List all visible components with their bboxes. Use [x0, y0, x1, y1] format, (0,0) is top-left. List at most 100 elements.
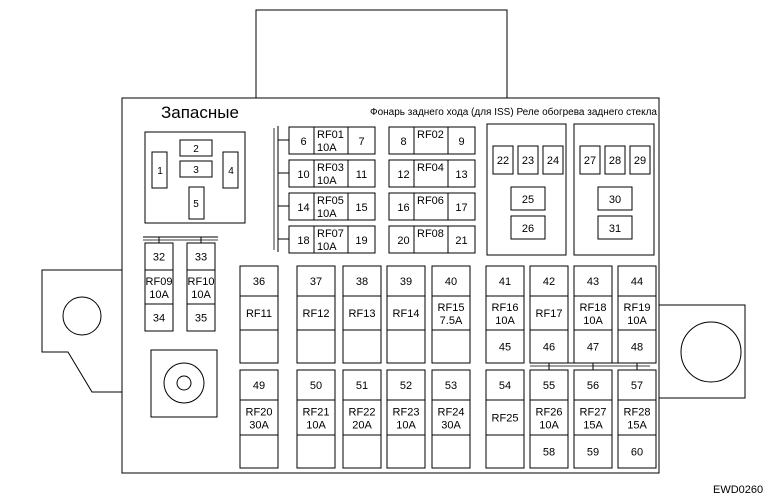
row2-fuse-code: RF23	[393, 407, 420, 419]
upper-left-fuse-code: RF03	[317, 162, 344, 174]
relay-block-b-terminal-label: 28	[609, 155, 621, 167]
upper-left-fuse-left-terminal: 10	[297, 169, 309, 181]
ground-stud-outer	[163, 362, 205, 404]
upper-left-fuse-right-terminal: 15	[355, 202, 367, 214]
header-note: Фонарь заднего хода (для ISS) Реле обогр…	[370, 107, 657, 118]
upper-left-fuse-code: RF07	[317, 228, 344, 240]
row1-fuse-code: RF17	[536, 308, 563, 320]
row1-fuse-top-terminal: 40	[445, 276, 457, 288]
row2-fuse-code: RF27	[580, 407, 607, 419]
relay-pin-label: 4	[228, 166, 234, 177]
relay-pin-1	[151, 151, 168, 189]
row2-fuse-rating: 10A	[539, 420, 559, 432]
upper-right-fuse-code: RF04	[417, 162, 444, 174]
row2-fuse-top-terminal: 56	[587, 380, 599, 392]
relay-block-b-terminal	[579, 145, 601, 175]
relay-block-b-terminal	[597, 215, 633, 240]
upper-right-fuse-left-terminal: 20	[397, 235, 409, 247]
relay-block-a-terminal	[517, 145, 539, 175]
upper-left-fuse-rating: 10A	[317, 208, 337, 220]
row1-fuse-top-terminal: 42	[543, 276, 555, 288]
upper-left-fuse-right-terminal: 11	[356, 169, 367, 181]
relay-block-b-terminal	[597, 186, 633, 211]
row2-fuse-rating: 20A	[352, 420, 372, 432]
relay-pin-4	[222, 151, 239, 189]
row2-fuse-rating: 30A	[441, 420, 461, 432]
row2-fuse	[296, 369, 336, 469]
row1-fuse	[386, 265, 426, 364]
ground-stud-socket	[150, 349, 218, 418]
upper-right-fuse-right-terminal: 21	[455, 235, 467, 247]
upper-right-fuse-code: RF08	[417, 228, 444, 240]
left-fuse-bottom-terminal: 35	[195, 313, 207, 325]
upper-right-fuse-right-terminal: 9	[458, 136, 464, 148]
row1-fuse-code: RF11	[246, 308, 272, 320]
row2-fuse-rating: 15A	[627, 420, 647, 432]
left-fuse-code: RF10	[188, 276, 215, 288]
relay-block-a-terminal	[492, 145, 514, 175]
left-fuse-rating: 10A	[191, 289, 211, 301]
row1-fuse-rating: 10A	[627, 315, 647, 327]
row2-fuse-top-terminal: 51	[356, 380, 368, 392]
top-connector	[255, 9, 508, 99]
row2-fuse-bottom-terminal: 58	[543, 447, 555, 459]
left-fuse-top-terminal: 32	[153, 252, 165, 264]
relay-block-a-terminal	[542, 145, 564, 175]
right-mounting-hole	[680, 321, 742, 383]
upper-right-fuse-left-terminal: 12	[397, 169, 409, 181]
upper-right-fuse-left-terminal: 16	[397, 202, 409, 214]
row1-fuse-bottom-terminal: 48	[631, 342, 643, 354]
upper-left-fuse-left-terminal: 6	[300, 136, 306, 148]
row2-fuse-code: RF25	[492, 413, 519, 425]
left-fuse-bottom-terminal: 34	[153, 313, 165, 325]
row1-fuse-bottom-terminal: 45	[499, 342, 511, 354]
relay-block-b-terminal-label: 27	[584, 155, 596, 167]
left-fuse-code: RF09	[146, 276, 173, 288]
row2-fuse-rating: 10A	[396, 420, 416, 432]
row2-fuse-top-terminal: 57	[631, 380, 643, 392]
upper-right-fuse-code: RF06	[417, 195, 444, 207]
diagram-code: EWD0260	[713, 484, 764, 496]
row2-fuse-code: RF24	[438, 407, 465, 419]
relay-block-b-terminal-label: 30	[609, 194, 621, 206]
row2-fuse-top-terminal: 52	[400, 380, 412, 392]
relay-block-a-terminal-label: 23	[522, 155, 534, 167]
relay-block-a-terminal-label: 25	[522, 194, 534, 206]
relay-block-a-terminal	[510, 186, 546, 211]
row1-fuse-bottom-terminal: 47	[587, 342, 599, 354]
row1-fuse-top-terminal: 39	[400, 276, 412, 288]
relay-block-a-terminal-label: 26	[522, 223, 534, 235]
upper-right-fuse	[388, 159, 476, 188]
relay-block-a-terminal-label: 22	[497, 155, 509, 167]
row2-fuse-rating: 30A	[249, 420, 269, 432]
ground-stud-inner	[176, 375, 192, 391]
row2-fuse	[342, 369, 382, 469]
row1-fuse-top-terminal: 38	[356, 276, 368, 288]
row2-fuse-code: RF21	[303, 407, 330, 419]
row1-fuse-top-terminal: 37	[310, 276, 322, 288]
row1-fuse-top-terminal: 44	[631, 276, 643, 288]
row1-fuse-rating: 10A	[495, 315, 515, 327]
row1-fuse	[296, 265, 336, 364]
row2-fuse-code: RF22	[349, 407, 376, 419]
left-fuse-rating: 10A	[149, 289, 169, 301]
relay-pin-label: 1	[157, 166, 163, 177]
relay-pin-label: 3	[193, 165, 199, 176]
relay-block-b-terminal	[604, 145, 626, 175]
upper-left-fuse-right-terminal: 19	[355, 235, 367, 247]
upper-left-fuse-rating: 10A	[317, 175, 337, 187]
row2-fuse-code: RF26	[536, 407, 563, 419]
upper-right-fuse-code: RF02	[417, 129, 444, 141]
row1-fuse-top-terminal: 36	[253, 276, 265, 288]
row1-fuse-top-terminal: 43	[587, 276, 599, 288]
row1-fuse-code: RF16	[492, 302, 519, 314]
diagram-title: Запасные	[161, 103, 239, 122]
row1-fuse-bottom-terminal: 46	[543, 342, 555, 354]
relay-block-a-terminal-label: 24	[547, 155, 559, 167]
row2-fuse-top-terminal: 50	[310, 380, 322, 392]
upper-left-fuse-left-terminal: 18	[297, 235, 309, 247]
relay-socket	[144, 131, 246, 224]
row1-fuse	[431, 265, 471, 364]
fuse-box-housing	[121, 97, 660, 474]
